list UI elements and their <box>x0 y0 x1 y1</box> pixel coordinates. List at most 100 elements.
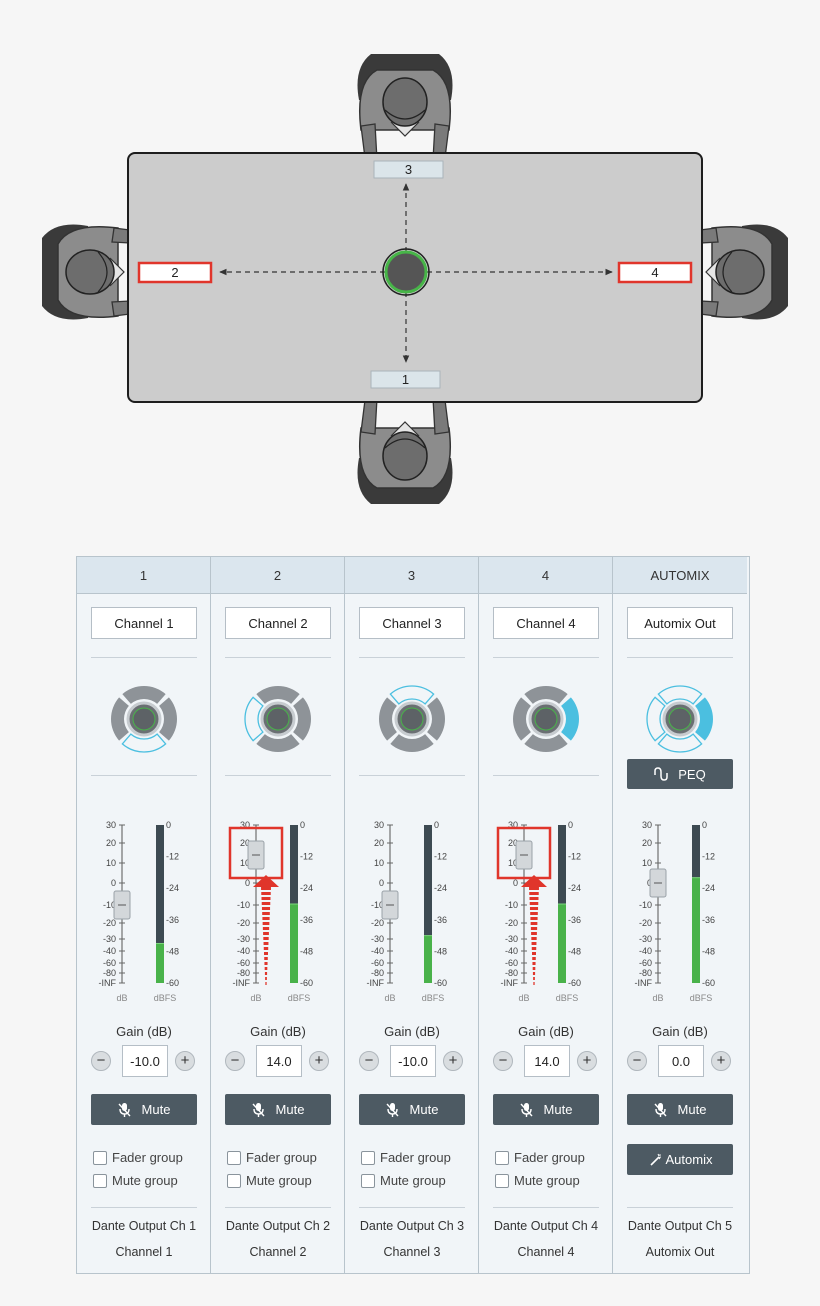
checkbox-box[interactable] <box>227 1173 241 1188</box>
channel-name-field[interactable]: Channel 3 <box>359 607 465 639</box>
fader-group-checkbox[interactable]: Fader group <box>227 1150 317 1165</box>
gain-increase-button[interactable]: + <box>577 1051 597 1071</box>
mute-label: Mute <box>543 1102 573 1117</box>
gain-input[interactable]: -10.0 <box>122 1045 168 1077</box>
checkbox-box[interactable] <box>361 1173 375 1188</box>
gain-decrease-button[interactable]: − <box>91 1051 111 1071</box>
lobe-segment-right[interactable] <box>561 697 579 741</box>
mute-button[interactable]: Mute <box>225 1094 331 1125</box>
gain-decrease-button[interactable]: − <box>225 1051 245 1071</box>
lobe-selector-icon[interactable] <box>640 679 720 759</box>
peq-button[interactable]: PEQ <box>627 759 733 789</box>
mute-group-label: Mute group <box>246 1173 312 1188</box>
fader-knob[interactable] <box>649 868 667 898</box>
lobe-segment-top[interactable] <box>524 686 568 704</box>
lobe-selector-icon[interactable] <box>238 679 318 759</box>
mute-button[interactable]: Mute <box>91 1094 197 1125</box>
gain-input[interactable]: 0.0 <box>658 1045 704 1077</box>
lobe-selector-icon[interactable] <box>104 679 184 759</box>
mute-group-checkbox[interactable]: Mute group <box>227 1173 312 1188</box>
lobe-segment-top[interactable] <box>657 685 703 705</box>
gain-increase-button[interactable]: + <box>711 1051 731 1071</box>
lobe-selector-icon[interactable] <box>506 679 586 759</box>
gain-decrease-button[interactable]: − <box>493 1051 513 1071</box>
dbfs-tick-label: 0 <box>166 820 171 830</box>
mute-group-checkbox[interactable]: Mute group <box>361 1173 446 1188</box>
channel-name-field[interactable]: Channel 1 <box>91 607 197 639</box>
checkbox-box[interactable] <box>495 1150 509 1165</box>
lobe-segment-right[interactable] <box>293 697 311 741</box>
lobe-segment-bottom[interactable] <box>121 733 167 753</box>
gain-control: − 14.0 + <box>493 1045 601 1077</box>
gain-input[interactable]: 14.0 <box>524 1045 570 1077</box>
lobe-segment-left[interactable] <box>244 696 264 742</box>
lobe-segment-bottom[interactable] <box>256 734 300 752</box>
lobe-segment-left[interactable] <box>111 697 129 741</box>
lobe-segment-bottom[interactable] <box>390 734 434 752</box>
mute-group-checkbox[interactable]: Mute group <box>495 1173 580 1188</box>
channel-name-field[interactable]: Channel 4 <box>493 607 599 639</box>
channel-name-field[interactable]: Automix Out <box>627 607 733 639</box>
fader-knob[interactable] <box>113 890 131 920</box>
db-tick-label: -30 <box>639 934 652 944</box>
lobe-segment-top[interactable] <box>256 686 300 704</box>
lobe-segment-left[interactable] <box>646 696 666 742</box>
checkbox-box[interactable] <box>227 1150 241 1165</box>
lobe-segment-bottom[interactable] <box>524 734 568 752</box>
gain-increase-button[interactable]: + <box>443 1051 463 1071</box>
lobe-selector-icon[interactable] <box>372 679 452 759</box>
lobe-segment-right[interactable] <box>427 697 445 741</box>
fader-group-checkbox[interactable]: Fader group <box>361 1150 451 1165</box>
gain-decrease-button[interactable]: − <box>627 1051 647 1071</box>
fader-group-checkbox[interactable]: Fader group <box>93 1150 183 1165</box>
divider <box>91 657 197 658</box>
dbfs-unit-label: dBFS <box>556 993 579 1003</box>
db-tick-label: 30 <box>240 820 250 830</box>
automix-button[interactable]: Automix <box>627 1144 733 1175</box>
gain-decrease-button[interactable]: − <box>359 1051 379 1071</box>
checkbox-box[interactable] <box>495 1173 509 1188</box>
checkbox-box[interactable] <box>361 1150 375 1165</box>
checkbox-box[interactable] <box>93 1150 107 1165</box>
db-tick-label: -30 <box>371 934 384 944</box>
mute-button[interactable]: Mute <box>493 1094 599 1125</box>
channel-name-field[interactable]: Channel 2 <box>225 607 331 639</box>
lobe-segment-top[interactable] <box>389 685 435 705</box>
gain-fader[interactable]: 3020100-10-20-30-40-60-80-INF0-12-24-36-… <box>623 817 739 1007</box>
checkbox-box[interactable] <box>93 1173 107 1188</box>
gain-increase-button[interactable]: + <box>175 1051 195 1071</box>
gain-fader[interactable]: 3020100-10-20-30-40-60-80-INF0-12-24-36-… <box>221 817 337 1007</box>
mute-button[interactable]: Mute <box>627 1094 733 1125</box>
fader-knob[interactable] <box>515 840 533 870</box>
db-tick-label: -20 <box>371 918 384 928</box>
gain-fader[interactable]: 3020100-10-20-30-40-60-80-INF0-12-24-36-… <box>355 817 471 1007</box>
mute-group-checkbox[interactable]: Mute group <box>93 1173 178 1188</box>
divider <box>627 657 733 658</box>
lobe-segment-right[interactable] <box>695 697 713 741</box>
dbfs-tick-label: -48 <box>702 946 715 956</box>
gain-input[interactable]: 14.0 <box>256 1045 302 1077</box>
gain-increase-button[interactable]: + <box>309 1051 329 1071</box>
lobe-segment-bottom[interactable] <box>657 733 703 753</box>
mute-button[interactable]: Mute <box>359 1094 465 1125</box>
lobe-segment-left[interactable] <box>513 697 531 741</box>
lobe-segment-right[interactable] <box>159 697 177 741</box>
dante-output-label: Dante Output Ch 1 <box>91 1219 197 1233</box>
gain-fader[interactable]: 3020100-10-20-30-40-60-80-INF0-12-24-36-… <box>87 817 203 1007</box>
db-tick-label: -60 <box>505 958 518 968</box>
db-tick-label: -60 <box>639 958 652 968</box>
lobe-segment-left[interactable] <box>379 697 397 741</box>
ceiling-mic-icon <box>384 250 428 294</box>
divider <box>91 775 197 776</box>
gain-input[interactable]: -10.0 <box>390 1045 436 1077</box>
gain-label: Gain (dB) <box>250 1024 306 1039</box>
db-tick-label: -20 <box>103 918 116 928</box>
fader-knob[interactable] <box>247 840 265 870</box>
fader-group-checkbox[interactable]: Fader group <box>495 1150 585 1165</box>
lobe-segment-top[interactable] <box>122 686 166 704</box>
output-name: Automix Out <box>645 1245 715 1259</box>
divider <box>359 1207 465 1208</box>
fader-knob[interactable] <box>381 890 399 920</box>
gain-fader[interactable]: 3020100-10-20-30-40-60-80-INF0-12-24-36-… <box>489 817 605 1007</box>
db-tick-label: -30 <box>505 934 518 944</box>
